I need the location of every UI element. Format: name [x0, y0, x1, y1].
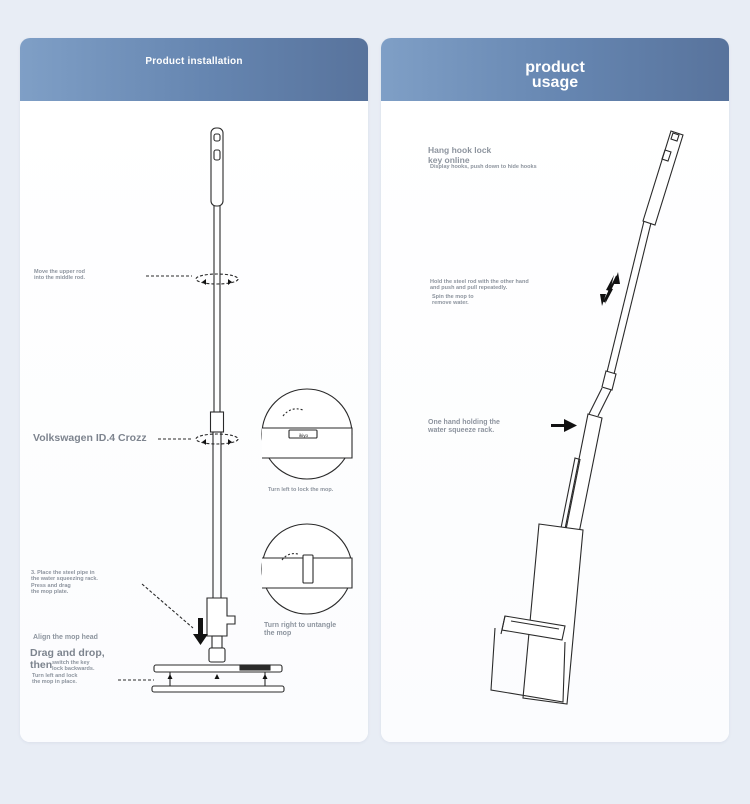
label-switch-key: switch the key lock backwards.: [52, 660, 95, 673]
label-hang-hook: Hang hook lock key online: [428, 145, 492, 165]
installation-header: Product installation: [20, 38, 368, 101]
usage-panel: product usage: [381, 38, 729, 742]
mop-handle-grip: [210, 127, 224, 207]
svg-text:ikiyo: ikiyo: [299, 433, 308, 438]
usage-illustration: [490, 130, 684, 705]
lock-icon: [288, 429, 318, 439]
squeeze-rack: [563, 413, 603, 539]
label-brand: Volkswagen ID.4 Crozz: [33, 432, 147, 444]
label-display-hooks: Display hooks, push down to hide hooks: [430, 164, 537, 170]
label-hold-rod: Hold the steel rod with the other hand a…: [430, 279, 529, 292]
label-move-rod: Move the upper rod into the middle rod.: [34, 269, 86, 282]
rod-joint: [209, 411, 225, 433]
mop-top-grip: [642, 130, 684, 226]
label-turn-right: Turn right to untangle the mop: [264, 622, 337, 638]
label-place-pipe: 3. Place the steel pipe in the water squ…: [31, 570, 98, 595]
installation-panel: Product installation: [20, 38, 368, 742]
double-arrow-icon: [600, 272, 620, 306]
usage-header: product usage: [381, 38, 729, 101]
installation-illustration: ikiyo: [118, 127, 353, 693]
mop-bucket-body: [522, 523, 584, 705]
label-spin-mop: Spin the mop to remove water.: [432, 294, 474, 307]
squeeze-rack-connector: [206, 597, 236, 637]
mop-plate-bottom: [151, 685, 285, 693]
installation-title: Product installation: [145, 56, 243, 67]
label-one-hand: One hand holding the water squeeze rack.: [428, 419, 500, 435]
arrow-down-icon: [193, 618, 208, 645]
label-turn-lock: Turn left and lock the mop in place.: [32, 673, 78, 686]
usage-title: product usage: [525, 59, 585, 91]
label-turn-left: Turn left to lock the mop.: [268, 487, 334, 493]
arrow-right-icon: [551, 419, 577, 432]
label-drag-drop: Drag and drop, then: [30, 647, 105, 672]
label-align-head: Align the mop head: [33, 634, 98, 641]
